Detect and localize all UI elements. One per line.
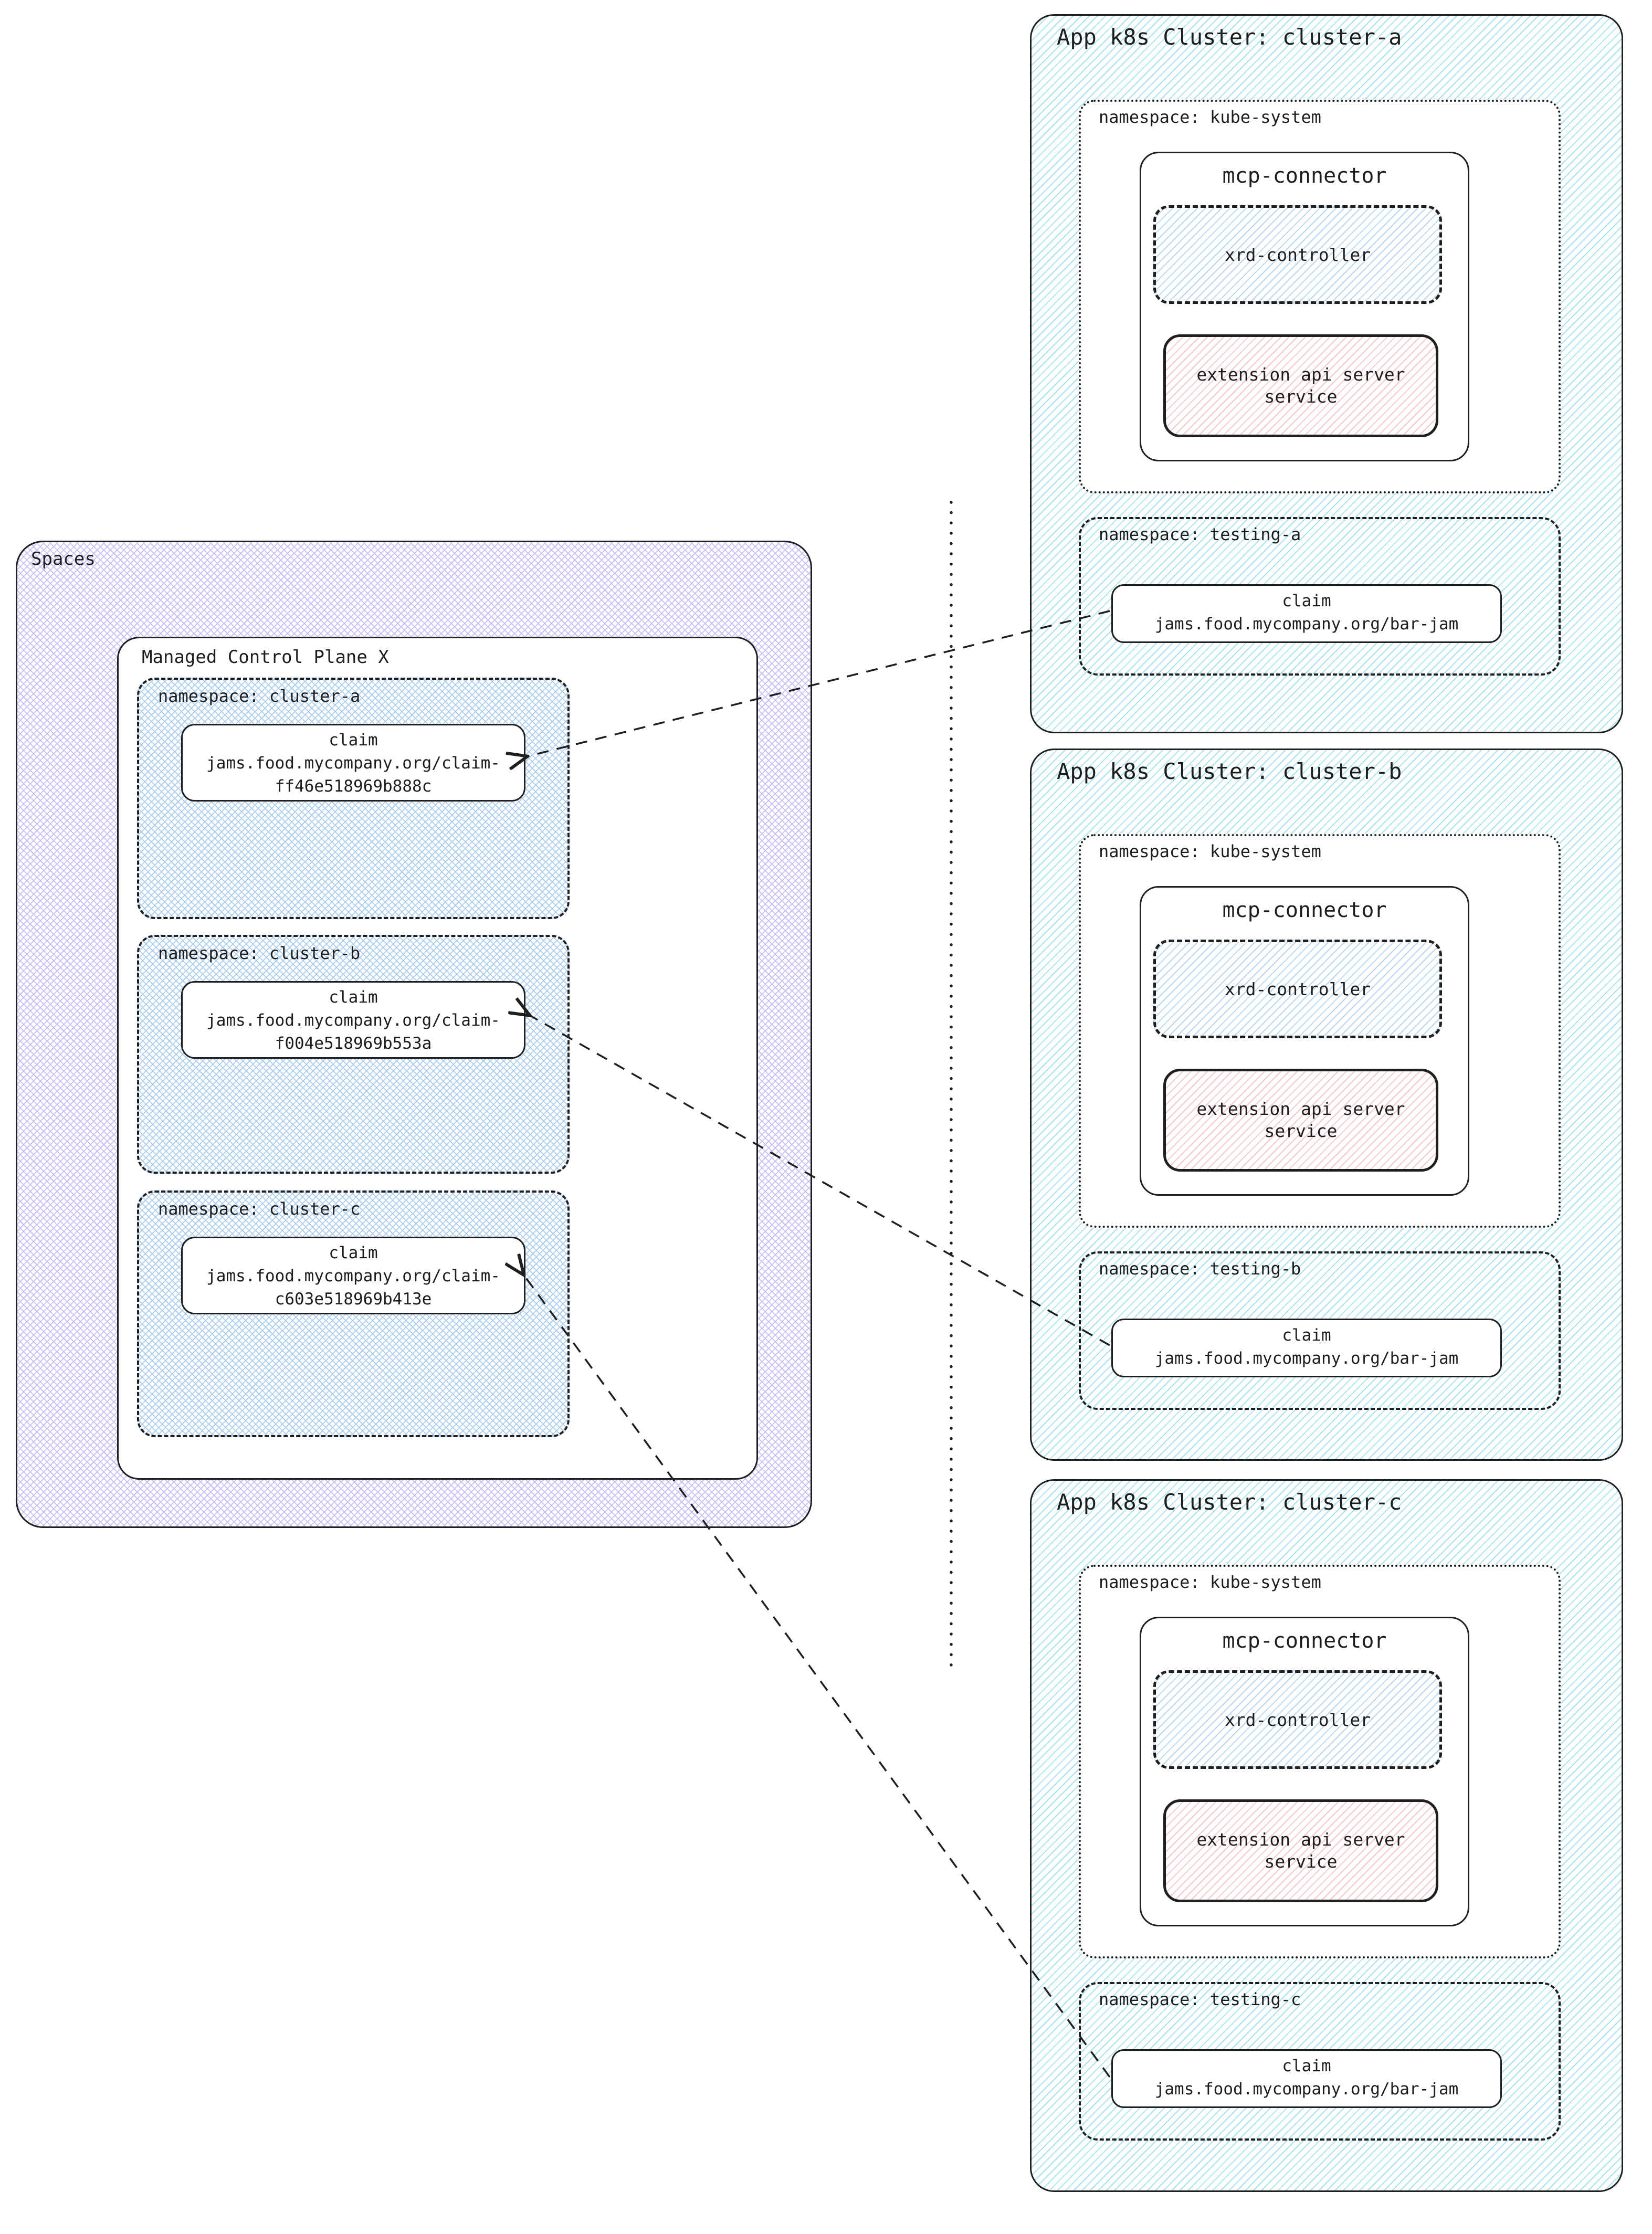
managed-control-plane-box: Managed Control Plane X namespace: clust… (117, 637, 758, 1480)
claim-resource: jams.food.mycompany.org/bar-jam (1154, 615, 1459, 634)
claim-title: claim (329, 988, 378, 1007)
claim-box-testing-b: claim jams.food.mycompany.org/bar-jam (1111, 1319, 1502, 1377)
extension-api-server-box: extension api server service (1163, 1799, 1438, 1902)
namespace-cluster-a-box: namespace: cluster-a claim jams.food.myc… (137, 678, 570, 919)
xrd-controller-box: xrd-controller (1153, 940, 1442, 1038)
testing-a-namespace-box: namespace: testing-a (1079, 517, 1561, 676)
xrd-controller-box: xrd-controller (1153, 205, 1442, 304)
claim-resource-line2: ff46e518969b888c (275, 777, 432, 796)
app-cluster-a-box: App k8s Cluster: cluster-a namespace: ku… (1030, 14, 1623, 733)
kube-system-label: namespace: kube-system (1099, 841, 1321, 861)
mcp-connector-title: mcp-connector (1222, 898, 1387, 922)
mcp-connector-title: mcp-connector (1222, 1629, 1387, 1653)
kube-system-label: namespace: kube-system (1099, 107, 1321, 127)
namespace-cluster-a-label: namespace: cluster-a (158, 686, 361, 706)
app-cluster-b-title: App k8s Cluster: cluster-b (1057, 758, 1402, 784)
spaces-title: Spaces (31, 549, 96, 570)
testing-a-label: namespace: testing-a (1099, 524, 1301, 544)
claim-box-cluster-c: claim jams.food.mycompany.org/claim- c60… (181, 1237, 525, 1314)
extension-api-server-box: extension api server service (1163, 334, 1438, 437)
namespace-cluster-c-box: namespace: cluster-c claim jams.food.myc… (137, 1190, 570, 1437)
claim-resource-line2: c603e518969b413e (275, 1290, 432, 1309)
extension-api-server-line1: extension api server (1196, 1829, 1405, 1850)
namespace-cluster-b-box: namespace: cluster-b claim jams.food.myc… (137, 935, 570, 1174)
app-cluster-a-title: App k8s Cluster: cluster-a (1057, 24, 1402, 50)
kube-system-label: namespace: kube-system (1099, 1572, 1321, 1592)
claim-box-testing-c: claim jams.food.mycompany.org/bar-jam (1111, 2049, 1502, 2108)
xrd-controller-label: xrd-controller (1224, 244, 1371, 265)
app-cluster-b-box: App k8s Cluster: cluster-b namespace: ku… (1030, 749, 1623, 1461)
claim-title: claim (329, 731, 378, 750)
claim-title: claim (1282, 1326, 1331, 1345)
claim-resource: jams.food.mycompany.org/bar-jam (1154, 1349, 1459, 1368)
claim-title: claim (1282, 592, 1331, 610)
extension-api-server-line1: extension api server (1196, 1099, 1405, 1119)
xrd-controller-label: xrd-controller (1224, 1709, 1371, 1730)
extension-api-server-box: extension api server service (1163, 1069, 1438, 1172)
namespace-cluster-c-label: namespace: cluster-c (158, 1199, 361, 1219)
spaces-box: Spaces Managed Control Plane X namespace… (16, 541, 812, 1528)
managed-control-plane-title: Managed Control Plane X (142, 647, 389, 668)
testing-c-label: namespace: testing-c (1099, 1989, 1301, 2009)
testing-b-label: namespace: testing-b (1099, 1259, 1301, 1279)
namespace-cluster-b-label: namespace: cluster-b (158, 943, 361, 963)
claim-resource-line1: jams.food.mycompany.org/claim- (206, 1267, 500, 1285)
extension-api-server-line1: extension api server (1196, 364, 1405, 385)
claim-resource-line1: jams.food.mycompany.org/claim- (206, 754, 500, 773)
app-cluster-c-title: App k8s Cluster: cluster-c (1057, 1489, 1402, 1515)
mcp-connector-title: mcp-connector (1222, 164, 1387, 188)
claim-resource: jams.food.mycompany.org/bar-jam (1154, 2080, 1459, 2099)
extension-api-server-line2: service (1264, 386, 1338, 407)
extension-api-server-line2: service (1264, 1121, 1338, 1141)
claim-box-cluster-a: claim jams.food.mycompany.org/claim- ff4… (181, 724, 525, 802)
claim-resource-line1: jams.food.mycompany.org/claim- (206, 1011, 500, 1030)
claim-box-testing-a: claim jams.food.mycompany.org/bar-jam (1111, 584, 1502, 643)
xrd-controller-box: xrd-controller (1153, 1670, 1442, 1769)
claim-title: claim (1282, 2057, 1331, 2075)
claim-title: claim (329, 1244, 378, 1262)
claim-resource-line2: f004e518969b553a (275, 1034, 432, 1053)
extension-api-server-line2: service (1264, 1851, 1338, 1872)
claim-box-cluster-b: claim jams.food.mycompany.org/claim- f00… (181, 981, 525, 1059)
xrd-controller-label: xrd-controller (1224, 978, 1371, 999)
app-cluster-c-box: App k8s Cluster: cluster-c namespace: ku… (1030, 1479, 1623, 2192)
